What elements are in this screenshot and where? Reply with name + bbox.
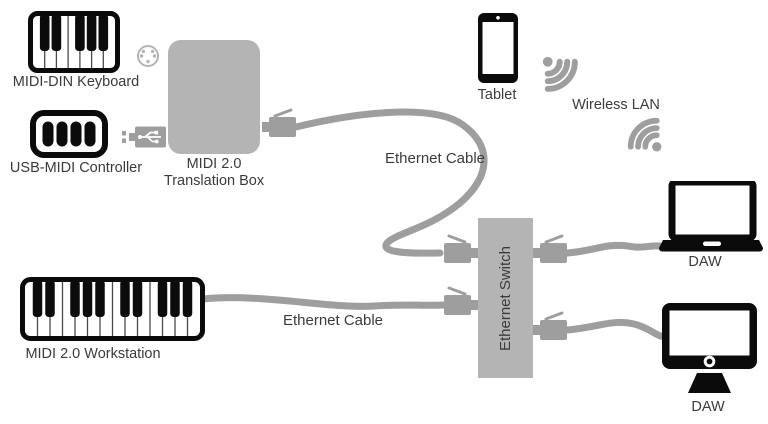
ethernet-cable-bottom-label: Ethernet Cable (282, 312, 384, 329)
rj45-plug-switch-right-top (531, 234, 569, 265)
translation-box-label: MIDI 2.0 Translation Box (164, 156, 264, 189)
midi-din-connector-icon (137, 45, 159, 67)
rj45-plug-switch-left-top (442, 234, 480, 265)
workstation-keyboard-icon (20, 277, 205, 341)
rj45-plug-switch-left-bottom (442, 286, 480, 317)
tablet-icon (478, 13, 518, 83)
ethernet-cable-top-path (292, 108, 488, 257)
ethernet-switch-box (478, 218, 533, 378)
daw-desktop-label: DAW (691, 399, 725, 415)
piano-keyboard-icon (28, 11, 120, 73)
usb-midi-controller-icon (30, 110, 108, 158)
workstation-label: MIDI 2.0 Workstation (25, 346, 161, 362)
usb-midi-controller-label: USB-MIDI Controller (9, 160, 143, 176)
wifi-icon-laptop (627, 117, 662, 152)
translation-box-label-line2: Translation Box (163, 172, 265, 189)
wireless-lan-label: Wireless LAN (572, 97, 660, 113)
tablet-label: Tablet (477, 87, 517, 103)
translation-box (168, 40, 260, 154)
ethernet-switch-label-wrap: Ethernet Switch (478, 218, 533, 378)
monitor-icon (662, 303, 757, 393)
translation-box-label-line1: MIDI 2.0 (186, 156, 242, 172)
ethernet-cable-bottom-path (199, 294, 448, 310)
usb-plug-icon (122, 126, 166, 148)
wifi-icon-tablet (542, 56, 578, 92)
laptop-icon (659, 181, 763, 252)
rj45-plug-translation-box (260, 108, 298, 139)
ethernet-cable-top-label: Ethernet Cable (384, 150, 486, 167)
midi-din-keyboard-label: MIDI-DIN Keyboard (12, 74, 140, 90)
ethernet-cable-laptop-path (563, 241, 664, 257)
daw-laptop-label: DAW (688, 254, 722, 270)
rj45-plug-switch-right-bottom (531, 311, 569, 342)
ethernet-switch-label: Ethernet Switch (497, 245, 514, 351)
ethernet-cable-desktop-path (563, 318, 668, 341)
